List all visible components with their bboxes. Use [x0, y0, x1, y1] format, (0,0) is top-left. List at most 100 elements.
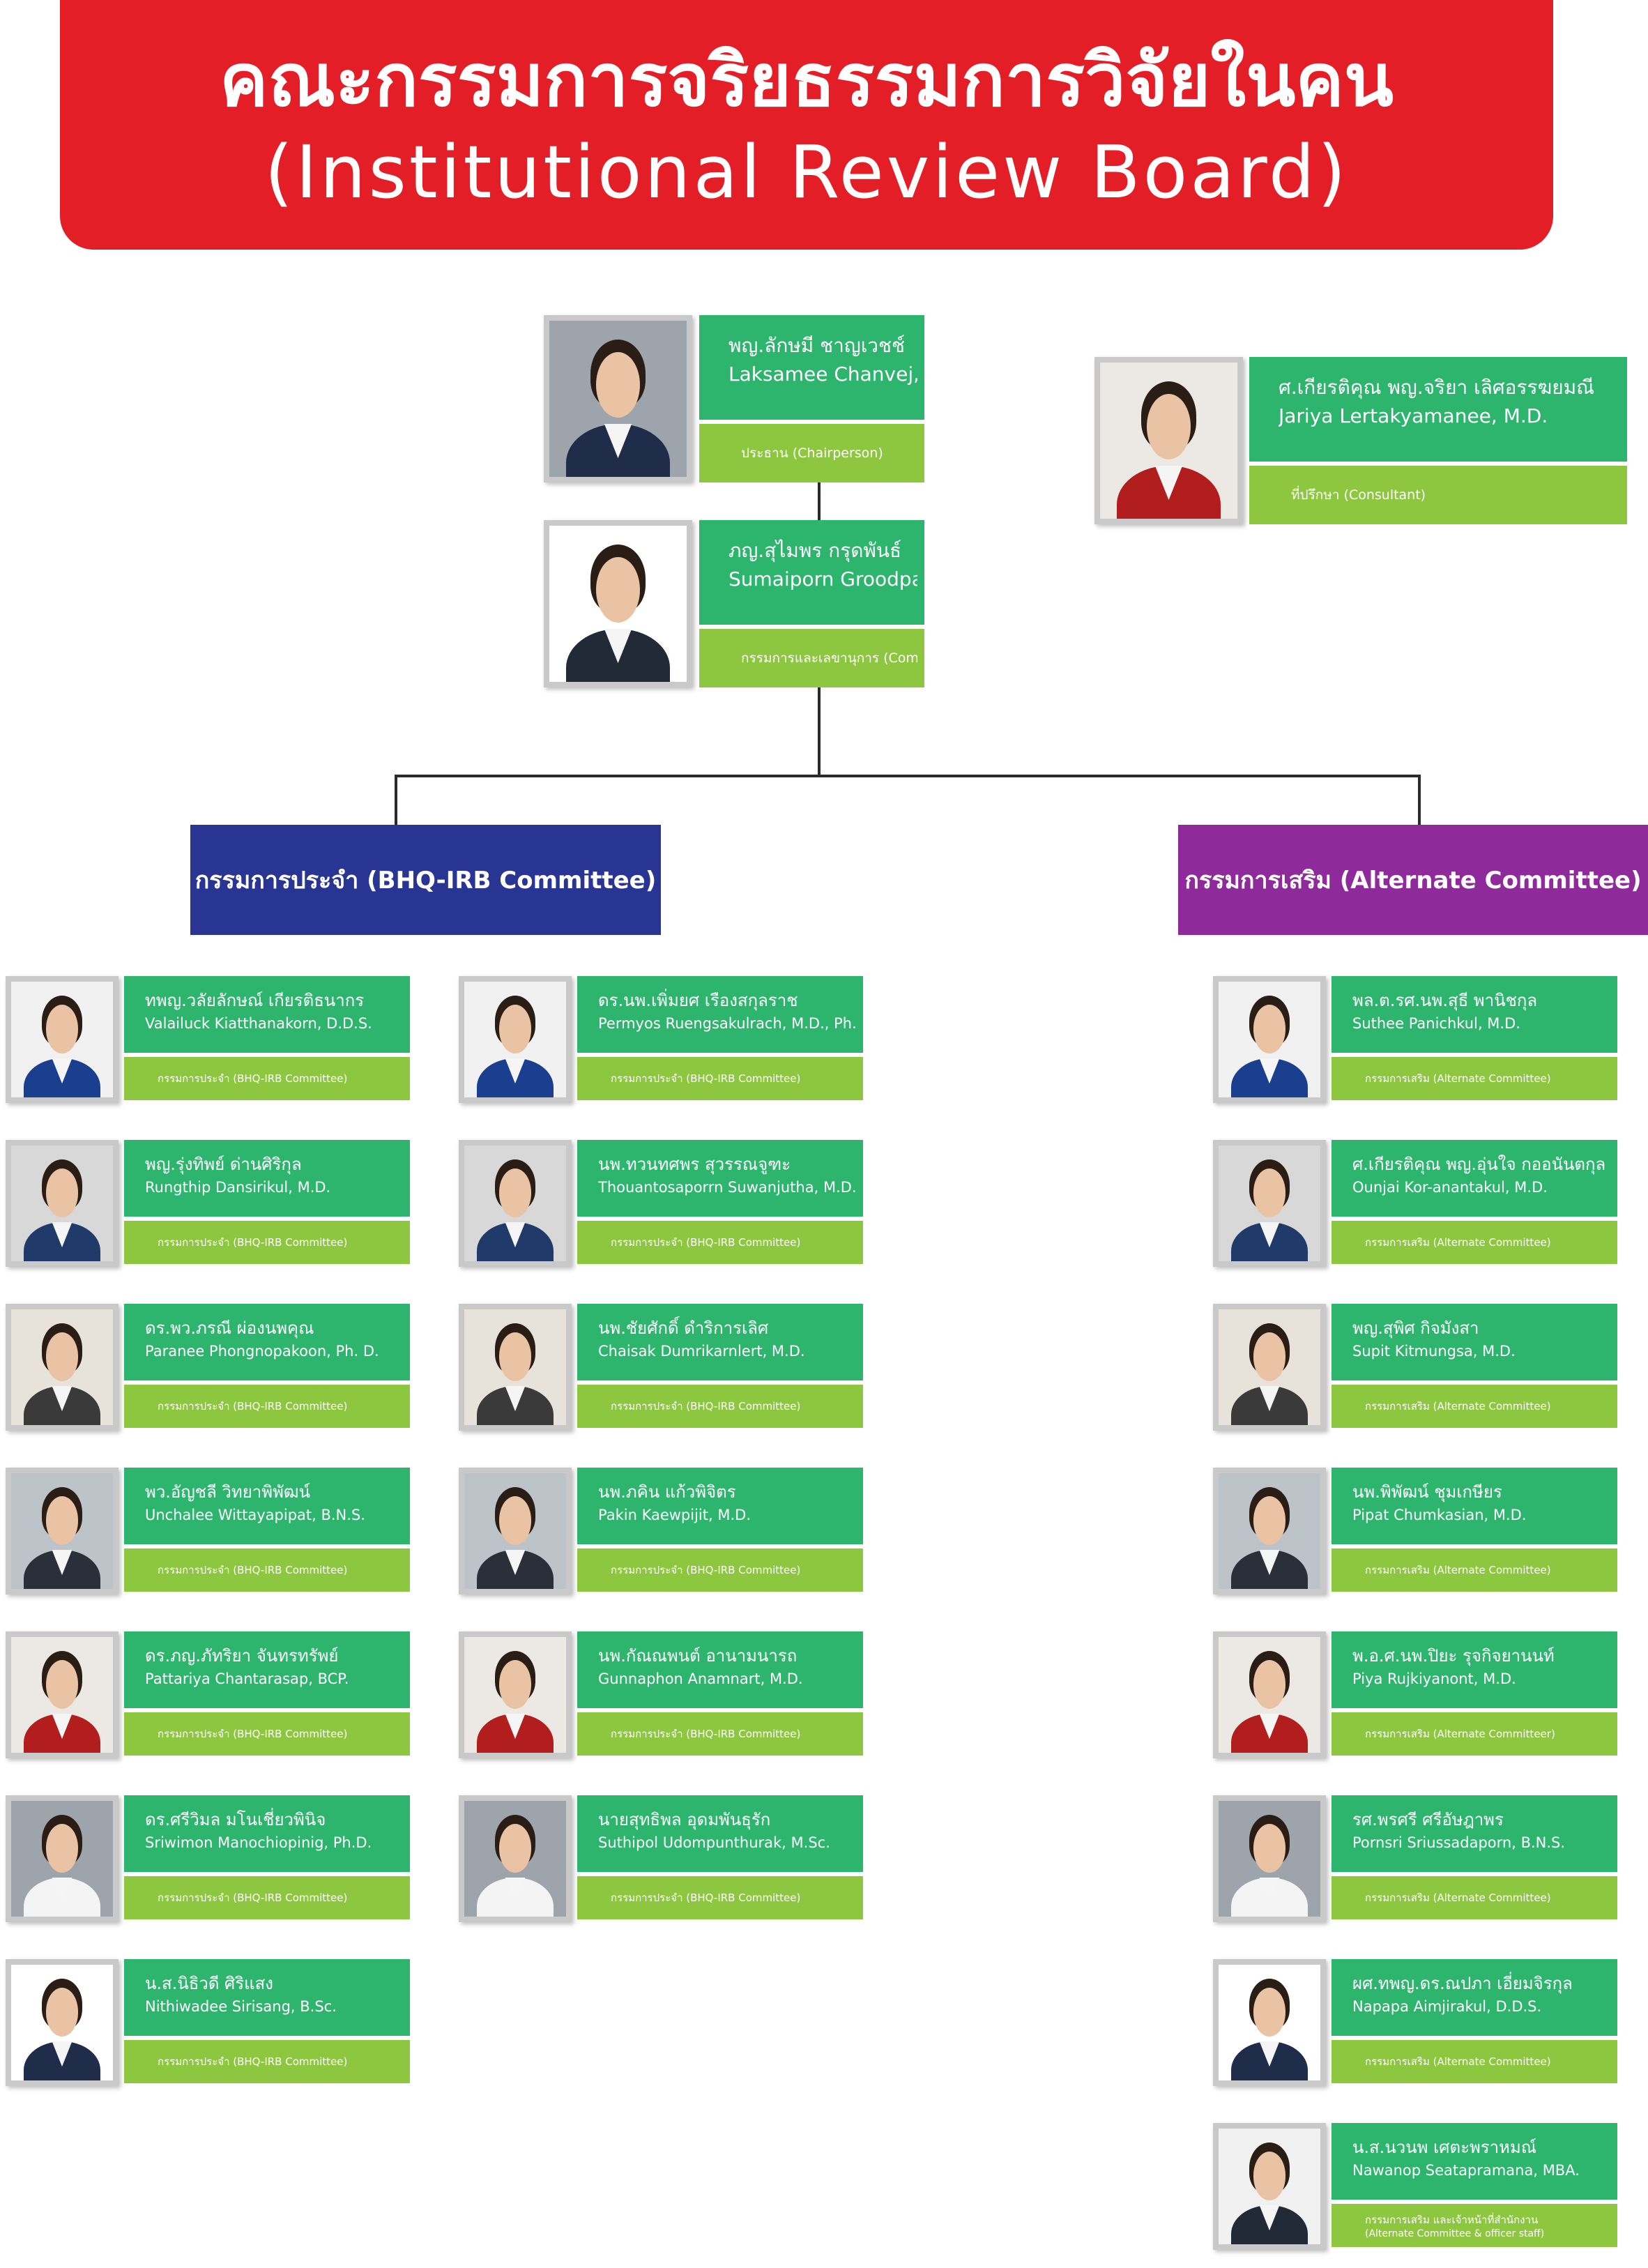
member-role: กรรมการและเลขานุการ (Committee and Secre… [741, 650, 917, 666]
portrait-photo [544, 520, 692, 687]
member-role-detail: (Alternate Committee & officer staff) [1365, 2228, 1545, 2239]
portrait-photo [459, 1795, 572, 1922]
member-thai-name: นพ.ชัยศักดิ์ ดำริการเลิศ [598, 1318, 769, 1338]
member-english-name: Paranee Phongnopakoon, Ph. D. [145, 1342, 379, 1360]
role-bar: ที่ปรึกษา (Consultant) [1249, 466, 1627, 524]
portrait-photo [459, 1304, 572, 1431]
bhq-committee-header: กรรมการประจำ (BHQ-IRB Committee) [190, 825, 661, 935]
member-english-name: Pornsri Sriussadaporn, B.N.S. [1352, 1834, 1566, 1851]
role-bar: กรรมการประจำ (BHQ-IRB Committee) [577, 1221, 863, 1264]
member-english-name: Rungthip Dansirikul, M.D. [145, 1178, 331, 1196]
connector-chair-secretary [818, 481, 821, 523]
member-thai-name: พญ.สุพิศ กิจมังสา [1352, 1318, 1479, 1338]
member-thai-name: ดร.นพ.เพิ่มยศ เรืองสกุลราช [598, 991, 798, 1010]
role-bar: กรรมการประจำ (BHQ-IRB Committee) [124, 1057, 410, 1100]
portrait-photo [6, 976, 119, 1103]
member-thai-name: นพ.กัณณพนต์ อานามนารถ [598, 1646, 798, 1666]
member-english-name: Piya Rujkiyanont, M.D. [1352, 1670, 1516, 1687]
alternate-committee-header: กรรมการเสริม (Alternate Committee) [1178, 825, 1648, 935]
connector-horizontal [395, 775, 1421, 777]
member-english-name: Permyos Ruengsakulrach, M.D., Ph.D. [598, 1014, 856, 1032]
title-thai: คณะกรรมการจริยธรรมการวิจัยในคน [220, 38, 1394, 123]
connector-secretary-branch [818, 683, 821, 777]
member-thai-name: นพ.ทวนทศพร สุวรรณจูฑะ [598, 1155, 791, 1174]
consultant-card: ศ.เกียรติคุณ พญ.จริยา เลิศอรรฆยมณีJariya… [1094, 357, 1627, 524]
role-bar: กรรมการเสริม (Alternate Committee) [1332, 2040, 1617, 2083]
member-english-name: Pattariya Chantarasap, BCP. [145, 1670, 349, 1687]
portrait-photo [1213, 1959, 1326, 2086]
portrait-photo [1213, 1140, 1326, 1267]
member-role: กรรมการเสริม (Alternate Committee) [1365, 1892, 1551, 1904]
member-english-name: Pipat Chumkasian, M.D. [1352, 1506, 1527, 1523]
role-bar: กรรมการเสริม (Alternate Committee) [1332, 1221, 1617, 1264]
portrait-photo [1213, 1304, 1326, 1431]
member-role: ที่ปรึกษา (Consultant) [1291, 487, 1426, 503]
member-role: กรรมการเสริม และเจ้าหน้าที่สำนักงาน [1365, 2214, 1539, 2226]
member-role: กรรมการประจำ (BHQ-IRB Committee) [158, 1564, 348, 1576]
member-role: กรรมการเสริม (Alternate Committee) [1365, 1564, 1551, 1576]
member-thai-name: ดร.ภญ.ภัทริยา จันทรทรัพย์ [145, 1646, 339, 1666]
member-role: กรรมการประจำ (BHQ-IRB Committee) [611, 1236, 801, 1249]
member-thai-name: นพ.ภคิน แก้วพิจิตร [598, 1482, 736, 1502]
title-english: (Institutional Review Board) [264, 130, 1349, 215]
name-bar: ดร.ภญ.ภัทริยา จันทรทรัพย์ Pattariya Chant… [124, 1631, 410, 1708]
portrait-photo [6, 1468, 119, 1595]
member-thai-name: น.ส.นวนพ เศตะพราหมณ์ [1352, 2138, 1537, 2157]
portrait-photo [1213, 1468, 1326, 1595]
name-bar: ภญ.สุไมพร กรุดพันธ์Sumaiporn Groodpanta,… [699, 520, 924, 625]
secretary-card: ภญ.สุไมพร กรุดพันธ์Sumaiporn Groodpanta,… [544, 520, 924, 687]
member-english-name: Nithiwadee Sirisang, B.Sc. [145, 1997, 337, 2015]
role-bar: กรรมการประจำ (BHQ-IRB Committee) [124, 1876, 410, 1919]
member-role: กรรมการประจำ (BHQ-IRB Committee) [611, 1728, 801, 1740]
role-bar: กรรมการประจำ (BHQ-IRB Committee) [124, 2040, 410, 2083]
member-card: พว.อัญชลี วิทยาพิพัฒน์Unchalee Wittayapi… [6, 1468, 410, 1595]
member-english-name: Suthee Panichkul, M.D. [1352, 1014, 1520, 1032]
member-role: กรรมการเสริม (Alternate Committee) [1365, 1236, 1551, 1249]
member-english-name: Suthipol Udompunthurak, M.Sc. [598, 1834, 830, 1851]
member-english-name: Laksamee Chanvej, M.D. [728, 362, 917, 386]
member-role: กรรมการประจำ (BHQ-IRB Committee) [158, 1236, 348, 1249]
member-card: นพ.กัณณพนต์ อานามนารถ Gunnaphon Anamnart,… [459, 1631, 863, 1758]
name-bar: ศ.เกียรติคุณ พญ.จริยา เลิศอรรฆยมณีJariya… [1249, 357, 1627, 462]
member-thai-name: พญ.รุ่งทิพย์ ด่านศิริกุล [145, 1155, 302, 1174]
member-english-name: Gunnaphon Anamnart, M.D. [598, 1670, 803, 1687]
title-banner: คณะกรรมการจริยธรรมการวิจัยในคน (Institut… [60, 0, 1553, 250]
portrait-photo [459, 976, 572, 1103]
member-thai-name: ศ.เกียรติคุณ พญ.อุ่นใจ กออนันตกุล [1352, 1155, 1606, 1174]
portrait-photo [459, 1140, 572, 1267]
member-thai-name: ดร.ศรีวิมล มโนเชี่ยวพินิจ [145, 1810, 326, 1829]
name-bar: พ.อ.ศ.นพ.ปิยะ รุจกิจยานนท์Piya Rujkiyano… [1332, 1631, 1617, 1708]
portrait-photo [6, 1140, 119, 1267]
portrait-photo [459, 1631, 572, 1758]
role-bar: กรรมการประจำ (BHQ-IRB Committee) [577, 1548, 863, 1592]
member-thai-name: ภญ.สุไมพร กรุดพันธ์ [728, 539, 902, 562]
connector-to-alternate [1418, 775, 1421, 826]
member-card: พญ.รุ่งทิพย์ ด่านศิริกุล Rungthip Dansiri… [6, 1140, 410, 1267]
role-bar: กรรมการประจำ (BHQ-IRB Committee) [577, 1057, 863, 1100]
role-bar: กรรมการเสริม (Alternate Committee) [1332, 1057, 1617, 1100]
member-role: กรรมการประจำ (BHQ-IRB Committee) [611, 1400, 801, 1413]
role-bar: กรรมการเสริม (Alternate Committee) [1332, 1385, 1617, 1428]
connector-to-bhq [395, 775, 397, 826]
member-card: ดร.นพ.เพิ่มยศ เรืองสกุลราช Permyos Ruengs… [459, 976, 863, 1103]
role-bar: กรรมการเสริม (Alternate Committee) [1332, 1548, 1617, 1592]
member-thai-name: น.ส.นิธิวดี ศิริแสง [145, 1974, 274, 1993]
chairperson-card: พญ.ลักษมี ชาญเวชช์Laksamee Chanvej, M.D.… [544, 315, 924, 482]
portrait-photo [459, 1468, 572, 1595]
role-bar: กรรมการประจำ (BHQ-IRB Committee) [577, 1712, 863, 1756]
